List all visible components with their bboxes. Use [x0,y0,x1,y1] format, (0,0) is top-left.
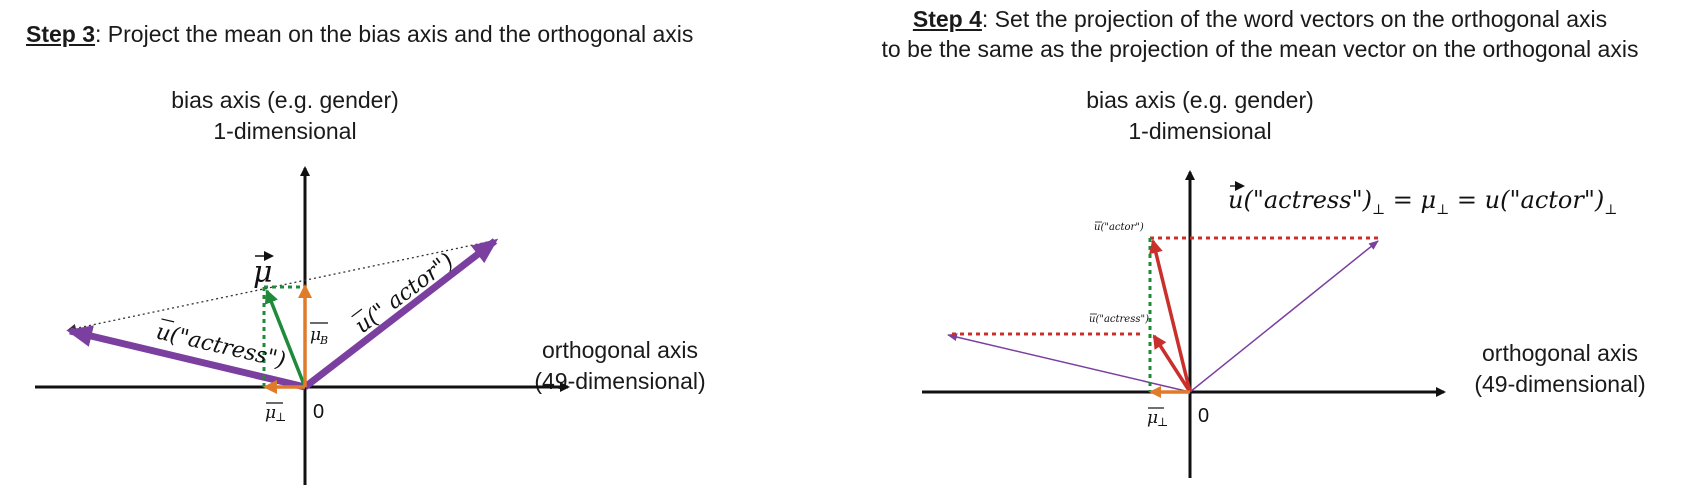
step4-mu-perp-label: μ ⊥ [1147,407,1168,429]
step4-original-actor-vector [1189,240,1379,393]
step3-tip-connector [67,239,498,333]
step3-vector-actress [66,325,306,391]
step3-mean-label: μ [253,251,274,290]
step4-equation: u("actress")⊥ = μ⊥ = u("actor")⊥ [1228,181,1617,218]
step4-equation-text: u("actress")⊥ = μ⊥ = u("actor")⊥ [1228,186,1617,218]
step4-equation-eq1: = [1385,186,1420,214]
step3-title-text: : Project the mean on the bias axis and … [95,21,694,47]
step4-original-actress-vector [947,333,1191,393]
step4-actress-small-label: u("actress") [1089,313,1149,325]
step3-actor-label: u(" actor") [351,249,459,339]
step3-mu-b-symbol: μ [310,325,321,345]
step3-title-bold: Step 3 [26,21,96,47]
step4-title-line2: to be the same as the projection of the … [881,36,1639,62]
step4-title-text-1: : Set the projection of the word vectors… [981,6,1608,32]
step4-title: Step 4: Set the projection of the word v… [830,4,1690,64]
step3-orth-axis-line1: orthogonal axis [542,337,698,363]
step3-actress-overarrow [161,318,175,323]
step3-diagram: 0 μ μ B μ ⊥ u("actress") u(" actor") [35,166,570,485]
step4-orth-axis-line1: orthogonal axis [1482,340,1638,366]
step4-equation-mu: μ [1421,186,1437,214]
step4-actor-small-label: u("actor") [1094,221,1144,233]
step3-bias-axis-line1: bias axis (e.g. gender) [171,87,399,113]
step4-new-actor-vector [1149,239,1192,393]
step3-bias-axis-label: bias axis (e.g. gender) 1-dimensional [140,85,430,147]
step3-vector-actor [302,238,499,390]
step3-panel: Step 3: Project the mean on the bias axi… [0,0,790,490]
step4-origin-label: 0 [1198,405,1209,427]
step4-mu-perp-symbol: μ [1147,408,1158,428]
step3-bias-axis-line2: 1-dimensional [213,118,357,144]
step3-mu-b-label: μ B [310,322,328,347]
step4-orth-axis-line2: (49-dimensional) [1474,371,1646,397]
step3-orth-axis-label: orthogonal axis (49-dimensional) [520,335,720,397]
step4-new-actress-vector [1152,334,1192,393]
step3-mu-b-subscript: B [319,334,328,347]
step4-title-bold: Step 4 [912,6,982,32]
step3-mean-symbol: μ [253,255,273,290]
step3-mu-perp-symbol: μ [265,403,276,423]
step4-bias-axis-label: bias axis (e.g. gender) 1-dimensional [1055,85,1345,147]
step3-mu-perp-subscript: ⊥ [275,410,286,424]
step3-actor-overarrow [351,308,363,318]
step4-equation-sub1: ⊥ [1372,202,1385,218]
step4-equation-part3: u("actor") [1485,186,1605,214]
step3-title: Step 3: Project the mean on the bias axi… [26,19,693,49]
step4-panel: Step 4: Set the projection of the word v… [830,0,1690,490]
step4-diagram: 0 μ ⊥ u("actor") u("actress") u("actress… [922,170,1617,478]
step4-equation-sub2: ⊥ [1436,202,1449,218]
step4-equation-sub3: ⊥ [1604,202,1617,218]
step3-mu-perp-label: μ ⊥ [265,402,286,424]
step4-orth-axis-label: orthogonal axis (49-dimensional) [1450,338,1670,400]
step4-actress-small-text: u("actress") [1089,314,1149,325]
step4-equation-eq2: = [1449,186,1484,214]
step4-bias-axis-line2: 1-dimensional [1128,118,1272,144]
step4-mu-perp-subscript: ⊥ [1157,415,1168,429]
step4-title-line1: Step 4: Set the projection of the word v… [830,4,1690,34]
step4-equation-part1: u("actress") [1228,186,1372,214]
step3-mean-vector [264,289,307,388]
step3-actor-text: u(" actor") [351,249,459,339]
step4-actor-small-text: u("actor") [1094,222,1144,233]
step3-origin-label: 0 [313,401,324,423]
step4-bias-axis-line1: bias axis (e.g. gender) [1086,87,1314,113]
